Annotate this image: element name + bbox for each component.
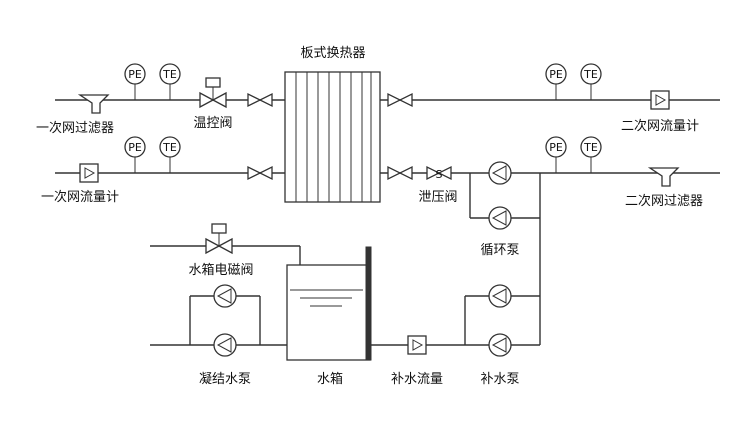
gate-valve-primary-return <box>247 165 273 181</box>
circ-pump-bottom <box>488 206 512 230</box>
label-circ-pump: 循环泵 <box>480 243 519 258</box>
pe-gauge-secondary-return: PE <box>545 136 567 158</box>
te-gauge-label: TE <box>162 141 177 154</box>
label-exchanger: 板式换热器 <box>300 46 365 61</box>
cond-pump-top <box>213 284 237 308</box>
makeup-pump-bottom <box>488 333 512 357</box>
pe-gauge-label: PE <box>549 68 563 81</box>
te-gauge-label: TE <box>583 68 598 81</box>
pe-gauge-label: PE <box>128 68 142 81</box>
primary-filter <box>77 94 110 114</box>
te-gauge-secondary-return: TE <box>580 136 602 158</box>
label-secondary-filter: 二次网过滤器 <box>625 193 703 209</box>
label-secondary-flowmeter: 二次网流量计 <box>621 118 699 134</box>
secondary-filter <box>647 167 680 187</box>
gauge-stems <box>134 84 592 173</box>
pe-gauge-primary-return: PE <box>124 136 146 158</box>
gate-valve-secondary-supply <box>387 92 413 108</box>
pe-gauge-label: PE <box>549 141 563 154</box>
label-relief-valve: 泄压阀 <box>418 190 457 205</box>
label-makeup-flow: 补水流量 <box>391 372 443 387</box>
plate-heat-exchanger <box>284 71 381 203</box>
labels: 板式换热器 一次网过滤器 温控阀 一次网流量计 二次网流量计 二次网过滤器 泄压… <box>36 46 703 387</box>
gate-valve-secondary-return <box>387 165 413 181</box>
te-gauge-secondary-supply: TE <box>580 63 602 85</box>
primary-flowmeter <box>79 163 99 183</box>
tank-solenoid-valve <box>205 223 233 255</box>
gate-valve-primary-supply <box>247 92 273 108</box>
label-makeup-pump: 补水泵 <box>480 372 519 387</box>
relief-valve: S <box>426 165 452 181</box>
label-tank-valve: 水箱电磁阀 <box>188 262 253 278</box>
label-cond-pump: 凝结水泵 <box>199 371 251 387</box>
circ-pump-top <box>488 161 512 185</box>
te-gauge-primary-supply: TE <box>159 63 181 85</box>
makeup-flowmeter <box>407 335 427 355</box>
te-gauge-primary-return: TE <box>159 136 181 158</box>
label-tank: 水箱 <box>317 371 343 387</box>
pe-gauge-label: PE <box>128 141 142 154</box>
cond-pump-bottom <box>213 333 237 357</box>
secondary-flowmeter <box>650 90 670 110</box>
water-tank <box>286 246 372 361</box>
pe-gauge-secondary-supply: PE <box>545 63 567 85</box>
relief-valve-symbol: S <box>436 168 443 181</box>
pipes <box>55 99 720 346</box>
label-primary-filter: 一次网过滤器 <box>36 120 114 136</box>
label-temp-valve: 温控阀 <box>193 116 232 131</box>
te-gauge-label: TE <box>162 68 177 81</box>
te-gauge-label: TE <box>583 141 598 154</box>
temp-control-valve <box>199 77 227 109</box>
makeup-pump-top <box>488 284 512 308</box>
label-primary-flowmeter: 一次网流量计 <box>41 189 119 205</box>
pe-gauge-primary-supply: PE <box>124 63 146 85</box>
